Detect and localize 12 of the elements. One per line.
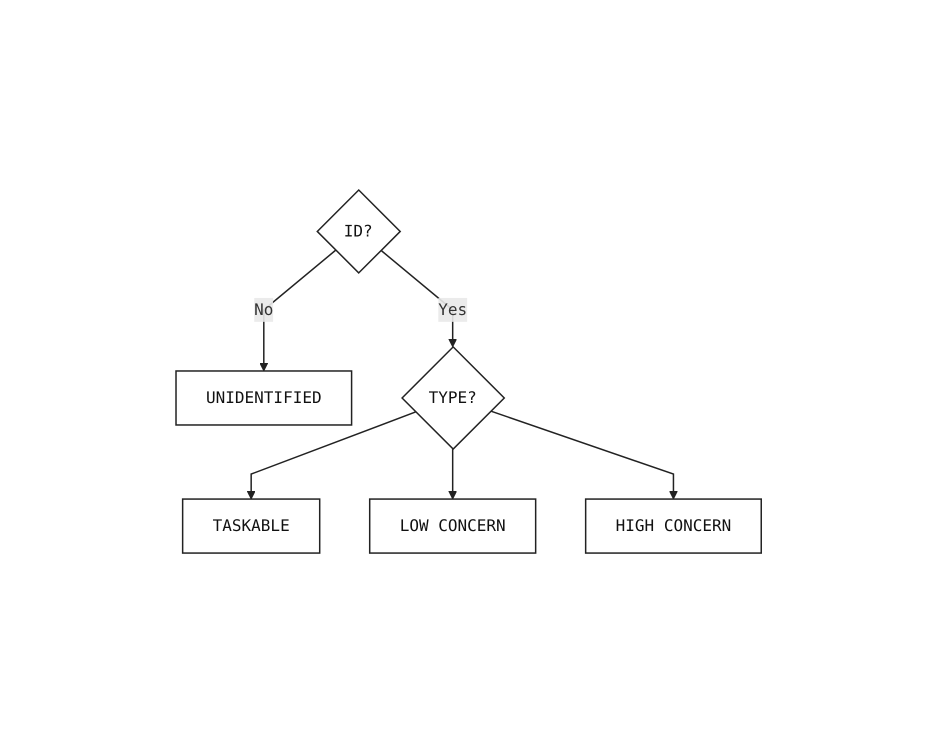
node-box: TASKABLE xyxy=(182,498,321,554)
arrow xyxy=(260,250,336,372)
edge-label: No xyxy=(254,300,274,320)
arrow xyxy=(247,412,416,500)
node-diamond: TYPE? xyxy=(401,346,506,451)
arrow xyxy=(490,410,678,500)
node-box: HIGH CONCERN xyxy=(585,498,762,554)
arrow xyxy=(448,450,458,500)
node-box: LOW CONCERN xyxy=(369,498,537,554)
edge-label: Yes xyxy=(438,300,468,320)
node-diamond: ID? xyxy=(316,189,402,274)
node-box: UNIDENTIFIED xyxy=(176,370,353,426)
